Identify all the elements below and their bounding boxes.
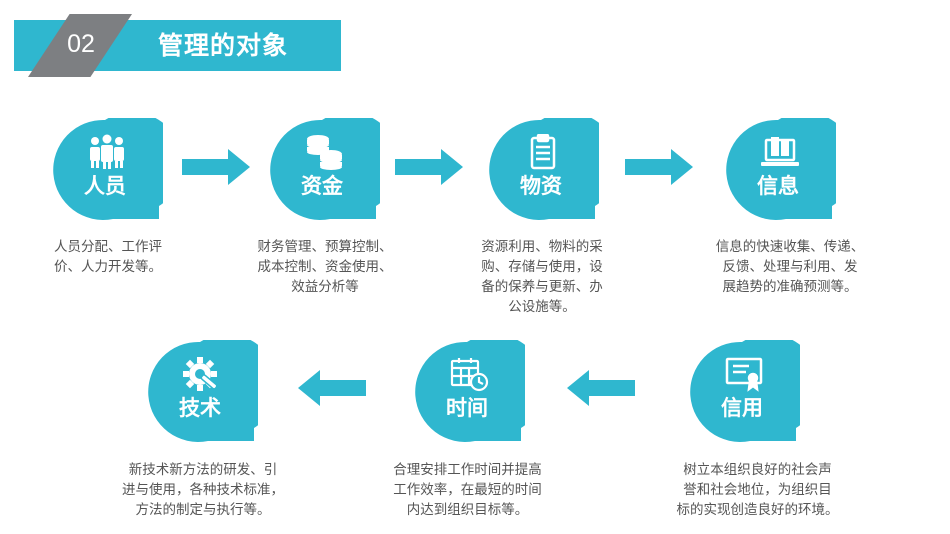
arrow-left bbox=[567, 370, 635, 406]
gear-wrench-icon bbox=[182, 356, 222, 392]
people-icon bbox=[87, 134, 127, 170]
item-description: 信息的快速收集、传递、 反馈、处理与利用、发 展趋势的准确预测等。 bbox=[715, 239, 865, 295]
certificate-icon bbox=[724, 356, 764, 392]
item-label: 技术 bbox=[179, 396, 221, 420]
item-label: 信用 bbox=[721, 396, 763, 420]
bubble-time: 时间 bbox=[413, 340, 525, 444]
item-description: 合理安排工作时间并提高 工作效率，在最短的时间 内达到组织目标等。 bbox=[393, 462, 542, 518]
arrow-right bbox=[182, 149, 250, 185]
item-description: 新技术新方法的研发、引 进与使用，各种技术标准， 方法的制定与执行等。 bbox=[122, 462, 284, 518]
arrow-left bbox=[298, 370, 366, 406]
item-description: 财务管理、预算控制、 成本控制、资金使用、 效益分析等 bbox=[257, 239, 393, 295]
bubble-funds: 资金 bbox=[268, 118, 380, 222]
item-label: 物资 bbox=[520, 174, 562, 198]
bubble-credit: 信用 bbox=[688, 340, 800, 444]
bubble-people: 人员 bbox=[51, 118, 163, 222]
arrow-right bbox=[395, 149, 463, 185]
section-header: 02 管理的对象 bbox=[0, 0, 950, 90]
section-title: 管理的对象 bbox=[158, 31, 289, 60]
bubble-materials: 物资 bbox=[487, 118, 599, 222]
item-label: 时间 bbox=[446, 396, 488, 420]
bubble-information: 信息 bbox=[724, 118, 836, 222]
bubble-technology: 技术 bbox=[146, 340, 258, 444]
item-label: 信息 bbox=[757, 174, 799, 198]
clipboard-icon bbox=[523, 134, 563, 170]
laptop-icon bbox=[760, 134, 800, 170]
item-description: 树立本组织良好的社会声 誉和社会地位，为组织目 标的实现创造良好的环境。 bbox=[676, 462, 839, 518]
section-number: 02 bbox=[67, 30, 95, 58]
item-description: 资源利用、物料的采 购、存储与使用，设 备的保养与更新、办 公设施等。 bbox=[481, 239, 603, 315]
item-description: 人员分配、工作评 价、人力开发等。 bbox=[54, 239, 162, 275]
item-label: 人员 bbox=[84, 174, 126, 198]
coins-icon bbox=[304, 134, 344, 170]
calendar-clock-icon bbox=[449, 356, 489, 392]
arrow-right bbox=[625, 149, 693, 185]
item-label: 资金 bbox=[301, 174, 343, 198]
